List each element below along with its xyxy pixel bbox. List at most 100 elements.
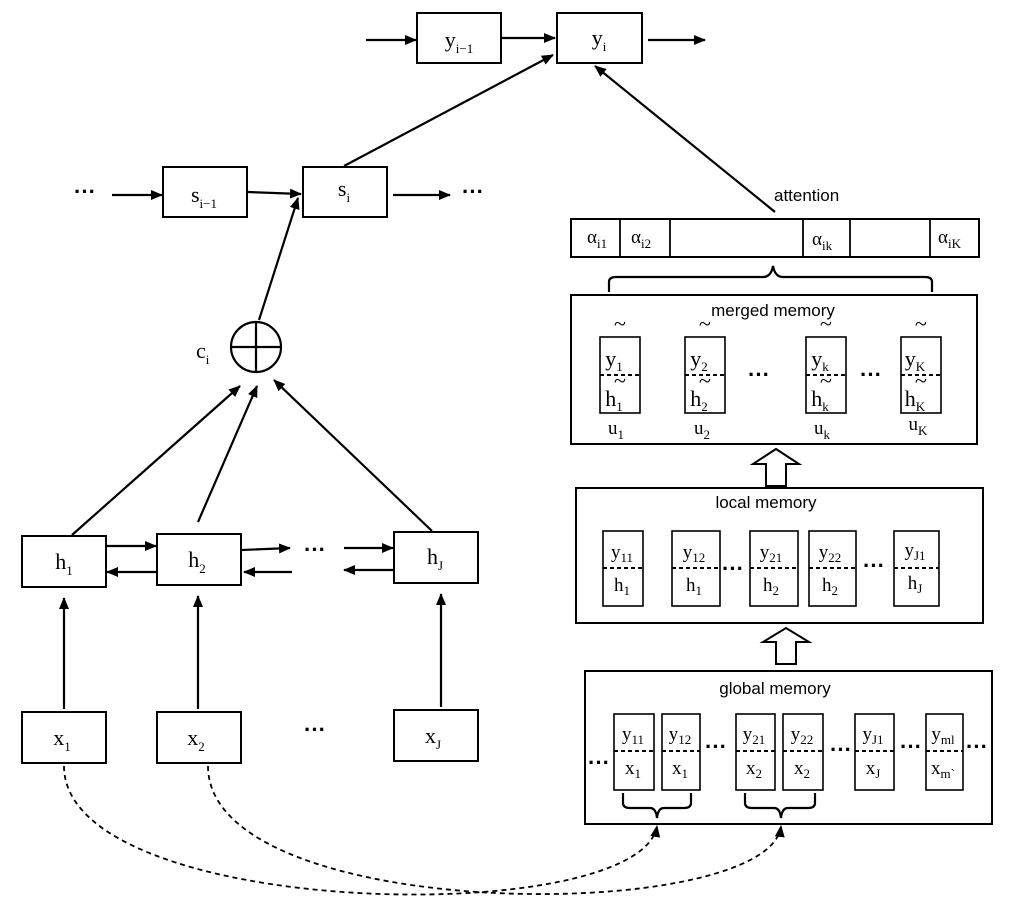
global-slot-m: yml xm`	[925, 713, 964, 791]
y-cur-node: yi	[556, 12, 643, 64]
local-1-top-sub: 11	[620, 550, 633, 565]
local-slot-3: y21 h2	[749, 530, 799, 607]
svg-text:uk: uk	[814, 418, 831, 442]
local-2-bottom-sub: 1	[696, 583, 703, 598]
svg-text:x2: x2	[187, 725, 205, 754]
arrow-h2-to-context	[196, 385, 259, 523]
global-1-top-sub: 11	[631, 732, 644, 747]
global-ellipsis-right: ···	[966, 734, 988, 759]
alpha-iK-base: α	[938, 227, 948, 248]
alpha-i1-sub: i1	[597, 236, 607, 251]
global-4-bottom-sub: 2	[804, 766, 811, 781]
alpha-i2-sub: i2	[641, 236, 651, 251]
svg-text:xJ: xJ	[425, 723, 441, 752]
context-sum-node	[229, 320, 283, 374]
alpha-ik-sub: ik	[822, 238, 833, 253]
local-3-top-sub: 21	[769, 550, 782, 565]
global-ellipsis-3: ···	[900, 734, 922, 759]
merged-K-bottom-sub: K	[916, 399, 926, 414]
svg-text:x1: x1	[53, 725, 71, 754]
global-3-bottom-sub: 2	[756, 766, 763, 781]
merged-k-top-sub: k	[822, 359, 829, 374]
local-3-bottom-sub: 2	[773, 583, 780, 598]
merged-1-bottom-sub: 1	[616, 399, 623, 414]
hidden-J-sub: J	[438, 558, 443, 573]
u2-base: u	[694, 418, 704, 439]
uk-base: u	[814, 418, 824, 439]
svg-text:hJ: hJ	[427, 544, 443, 573]
hidden-2-sub: 2	[199, 561, 206, 576]
global-slot-J: yJ1 xJ	[854, 713, 895, 791]
global-ellipsis-1: ···	[705, 734, 727, 759]
y-prev-node: yi−1	[416, 12, 502, 64]
s-cur-node: si	[302, 166, 388, 218]
u1-base: u	[608, 418, 618, 439]
local-slot-2: y12 h1	[671, 530, 721, 607]
context-base: c	[196, 338, 206, 363]
arrow-s-prev-to-s	[247, 188, 302, 199]
global-J-top-sub: J1	[872, 732, 884, 747]
input-2-sub: 2	[198, 739, 205, 754]
input-node-2: x2	[156, 711, 242, 764]
alpha-ik: αik	[812, 229, 833, 253]
hidden-J-base: h	[427, 544, 438, 569]
attention-brace	[607, 265, 934, 292]
alpha-i2: αi2	[631, 227, 651, 251]
uK-base: u	[909, 414, 919, 435]
tilde-yk: ~	[820, 311, 832, 336]
merged-slot-2: ~ y2 ~ h2 u2	[684, 311, 726, 442]
svg-text:si−1: si−1	[191, 182, 217, 211]
global-slot-2: y12 x1	[661, 713, 701, 791]
merged-2-top-sub: 2	[701, 359, 708, 374]
global-ellipsis-left: ···	[588, 750, 610, 775]
u2-sub: 2	[704, 427, 711, 442]
merged-k-bottom-sub: k	[822, 399, 829, 414]
global-memory-title: global memory	[719, 679, 831, 698]
tilde-h1: ~	[614, 368, 626, 393]
global-J-bottom-sub: J	[875, 766, 880, 781]
svg-text:u1: u1	[608, 418, 624, 442]
hidden-1-base: h	[55, 549, 66, 574]
svg-text:yi: yi	[592, 25, 607, 54]
s-right-ellipsis: ···	[462, 179, 484, 204]
s-prev-sub: i−1	[200, 196, 217, 211]
local-1-bottom-sub: 1	[624, 583, 631, 598]
global-2-top-sub: 12	[678, 732, 691, 747]
local-slot-4: y22 h2	[808, 530, 857, 607]
hollow-arrow-global-to-local	[759, 626, 813, 665]
s-prev-node: si−1	[162, 166, 248, 218]
input-1-sub: 1	[64, 739, 71, 754]
svg-text:h1: h1	[55, 549, 73, 578]
svg-text:uK: uK	[909, 414, 929, 438]
input-1-base: x	[53, 725, 64, 750]
global-m-top-sub: ml	[941, 732, 955, 747]
hidden-node-2: h2	[156, 533, 242, 586]
alpha-iK-sub: iK	[948, 236, 962, 251]
global-1-bottom-sub: 1	[635, 766, 642, 781]
y-prev-base: y	[445, 27, 456, 52]
tilde-yK: ~	[915, 311, 927, 336]
input-node-1: x1	[21, 711, 107, 764]
global-slot-3: y21 x2	[735, 713, 776, 791]
tilde-y2: ~	[699, 311, 711, 336]
global-3-top-sub: 21	[752, 732, 765, 747]
local-ellipsis-2: ···	[863, 553, 885, 578]
global-brace-1	[621, 793, 693, 819]
local-J-bottom-sub: J	[917, 581, 922, 596]
input-node-J: xJ	[393, 709, 479, 762]
input-ellipsis: ···	[304, 717, 326, 742]
local-J-top-sub: J1	[914, 548, 926, 563]
input-J-sub: J	[436, 737, 441, 752]
s-cur-base: s	[338, 176, 347, 201]
arrow-hJ-to-context	[273, 379, 433, 532]
svg-text:si: si	[338, 176, 351, 205]
attention-weights-bar	[570, 218, 980, 258]
hidden-node-J: hJ	[393, 531, 479, 584]
context-sub: i	[206, 352, 210, 367]
uK-sub: K	[918, 423, 928, 438]
alpha-i1-base: α	[587, 227, 597, 248]
s-prev-base: s	[191, 182, 200, 207]
svg-text:h2: h2	[188, 547, 206, 576]
local-ellipsis-1: ···	[722, 556, 744, 581]
